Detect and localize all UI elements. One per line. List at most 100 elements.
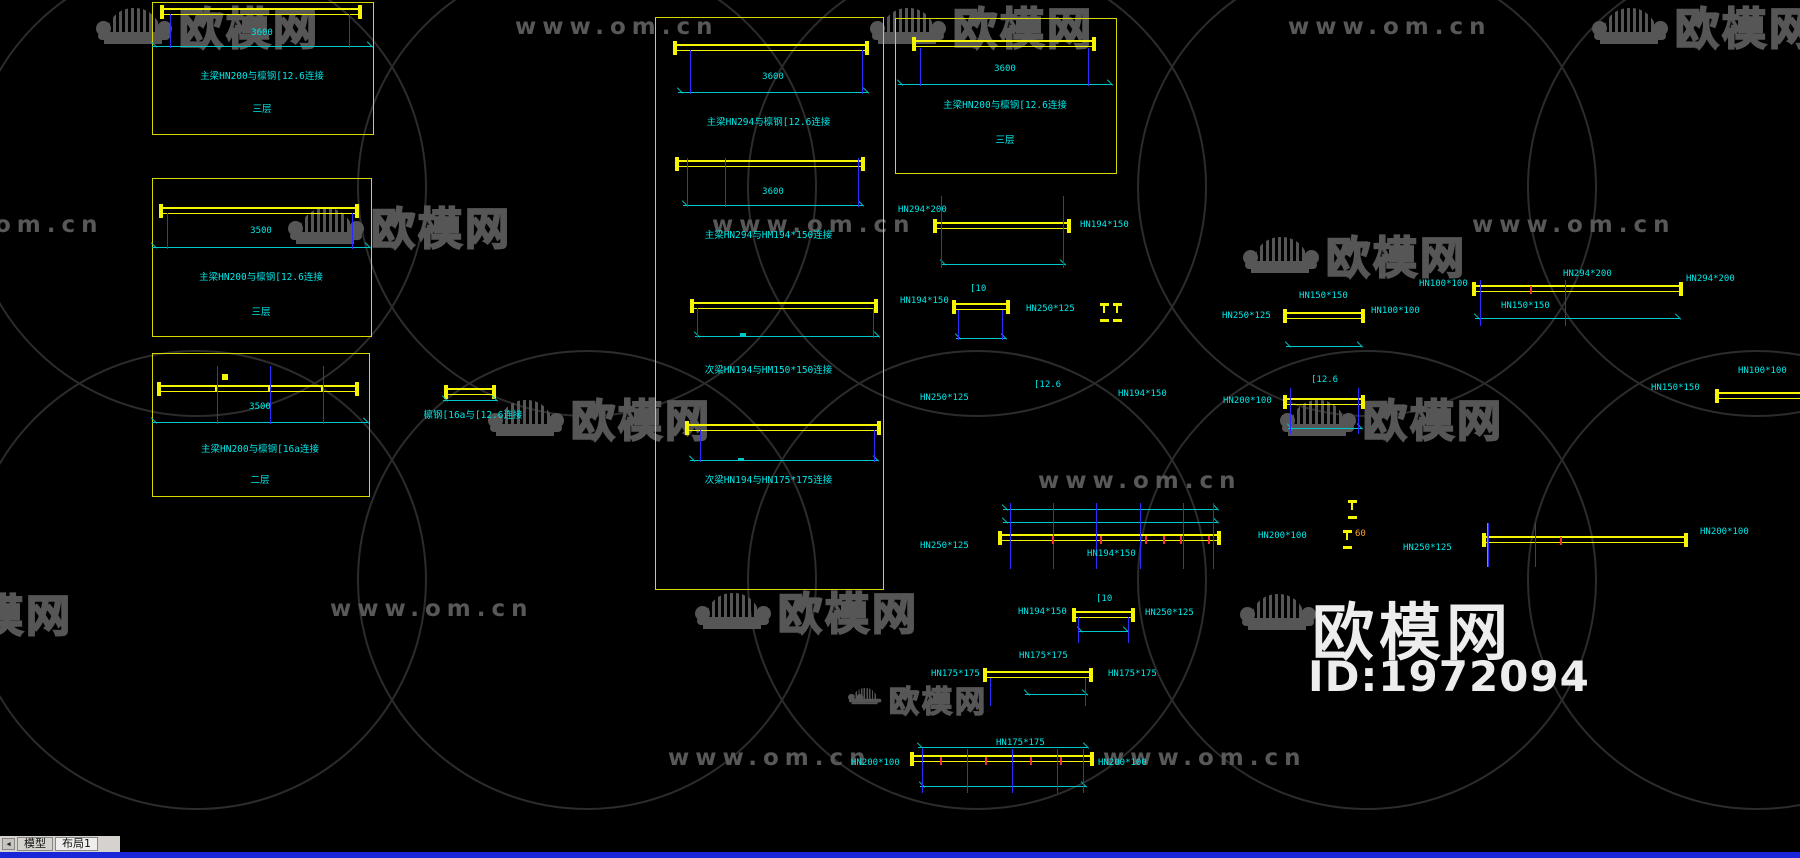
url-watermark: www.om.cn <box>515 14 719 40</box>
weld-mark <box>985 757 987 765</box>
detail-caption: 主梁HN200与檩钢[16a连接 <box>201 444 319 455</box>
construction-line <box>1083 749 1084 793</box>
floor-label: 二层 <box>250 475 270 486</box>
brand-watermark-text: 欧模网 <box>370 204 512 255</box>
dimension-line <box>941 264 1065 265</box>
om-watermark-logo: 欧模网 <box>695 592 919 638</box>
sofa-icon <box>1243 237 1319 277</box>
detail-caption: 主梁HN200与檩钢[12.6连接 <box>943 100 1067 111</box>
construction-line <box>1290 388 1291 434</box>
weld-mark <box>1560 537 1562 545</box>
construction-line <box>323 366 324 424</box>
beam-section-label: HN150*150 <box>1501 301 1550 311</box>
construction-line <box>958 310 959 340</box>
sofa-icon <box>1240 594 1316 634</box>
tab-scroll-button[interactable]: ◀ <box>2 838 15 850</box>
tab-layout1[interactable]: 布局1 <box>55 837 98 851</box>
weld-mark <box>1180 536 1182 544</box>
beam-drawing <box>1715 389 1800 403</box>
construction-line <box>1183 503 1184 569</box>
detail-box-left1 <box>152 2 374 135</box>
construction-line <box>697 308 698 338</box>
om-watermark-logo: 欧模网 <box>488 399 712 445</box>
beam-section-label: HN100*100 <box>1371 306 1420 316</box>
detail-box-left3 <box>152 353 370 497</box>
construction-line <box>874 430 875 462</box>
construction-line <box>1358 388 1359 434</box>
sofa-icon <box>288 208 364 248</box>
dimension-line <box>1475 318 1680 319</box>
brand-watermark-text: 欧模网 <box>1362 396 1504 447</box>
detail-box-middle <box>655 17 884 590</box>
beam-drawing <box>1283 395 1365 409</box>
dimension-line <box>152 247 370 248</box>
om-watermark-logo: 欧模网 <box>1280 396 1504 447</box>
beam-section-label: HN175*175 <box>996 738 1045 748</box>
dimension-line <box>1025 694 1087 695</box>
construction-line <box>1535 523 1536 567</box>
dimension-tick <box>740 333 746 336</box>
dimension-line <box>920 786 1086 787</box>
construction-line <box>1128 617 1129 643</box>
beam-drawing <box>1283 309 1365 323</box>
beam-section-label: [12.6 <box>1311 375 1339 385</box>
detail-box-right <box>895 18 1117 174</box>
url-watermark: www.om.cn <box>712 212 916 238</box>
beam-section-label: HN100*100 <box>1738 366 1787 376</box>
om-watermark-logo: 欧模网 <box>848 687 988 718</box>
construction-line <box>167 213 168 249</box>
beam-section-label: HN250*125 <box>1026 304 1075 314</box>
om-watermark-logo: 欧模网 <box>1243 236 1467 282</box>
beam-section-label: HN150*150 <box>1299 291 1348 301</box>
construction-line <box>967 749 968 793</box>
dimension-line <box>683 205 863 206</box>
beam-section-label: HN250*125 <box>1145 608 1194 618</box>
dimension-tick <box>738 458 744 461</box>
dimension-text: 3500 <box>250 226 272 236</box>
tab-model[interactable]: 模型 <box>17 837 53 851</box>
detail-mark <box>268 386 270 392</box>
dimension-text: 3600 <box>994 64 1016 74</box>
beam-section-label: 60 <box>1355 529 1366 539</box>
weld-mark <box>1060 757 1062 765</box>
construction-line <box>700 430 701 462</box>
url-watermark: www.om.cn <box>1472 212 1676 238</box>
construction-line <box>1488 523 1489 567</box>
dimension-line <box>898 84 1112 85</box>
beam-section-label: [10 <box>970 284 987 294</box>
beam-section-label: HN200*100 <box>1258 531 1307 541</box>
construction-line <box>922 749 923 793</box>
beam-section-label: HN250*125 <box>920 541 969 551</box>
construction-line <box>1078 617 1079 643</box>
beam-section-label: HN150*150 <box>1651 383 1700 393</box>
beam-section-label: HN250*125 <box>920 393 969 403</box>
sofa-icon <box>695 593 771 633</box>
beam-drawing <box>1482 533 1688 547</box>
construction-line <box>1140 503 1141 569</box>
detail-box-left2 <box>152 178 372 337</box>
om-id-watermark-brand: 欧模网 <box>1312 596 1514 669</box>
beam-section-label: [12.6 <box>1034 380 1062 390</box>
dimension-line <box>1288 428 1362 429</box>
detail-mark <box>222 374 228 380</box>
beam-drawing <box>157 382 359 396</box>
i-section-symbol <box>1343 530 1352 549</box>
construction-line <box>1085 678 1086 706</box>
url-watermark: www.om.cn <box>1103 745 1307 771</box>
dimension-line <box>152 46 372 47</box>
construction-line <box>349 14 350 48</box>
om-watermark-logo: 欧模网 <box>870 7 1094 53</box>
brand-watermark-text: 欧模网 <box>1674 4 1800 55</box>
floor-label: 三层 <box>252 104 272 115</box>
beam-section-label: HN194*150 <box>900 296 949 306</box>
beam-drawing <box>159 204 359 218</box>
beam-section-label: HN175*175 <box>1019 651 1068 661</box>
construction-line <box>352 213 353 249</box>
i-section-symbol <box>1100 303 1109 322</box>
beam-section-label: HN194*150 <box>1087 549 1136 559</box>
dimension-line <box>1003 509 1218 510</box>
om-id-watermark-number: ID:1972094 <box>1308 652 1590 701</box>
dimension-line <box>1078 631 1128 632</box>
beam-drawing <box>952 300 1010 314</box>
